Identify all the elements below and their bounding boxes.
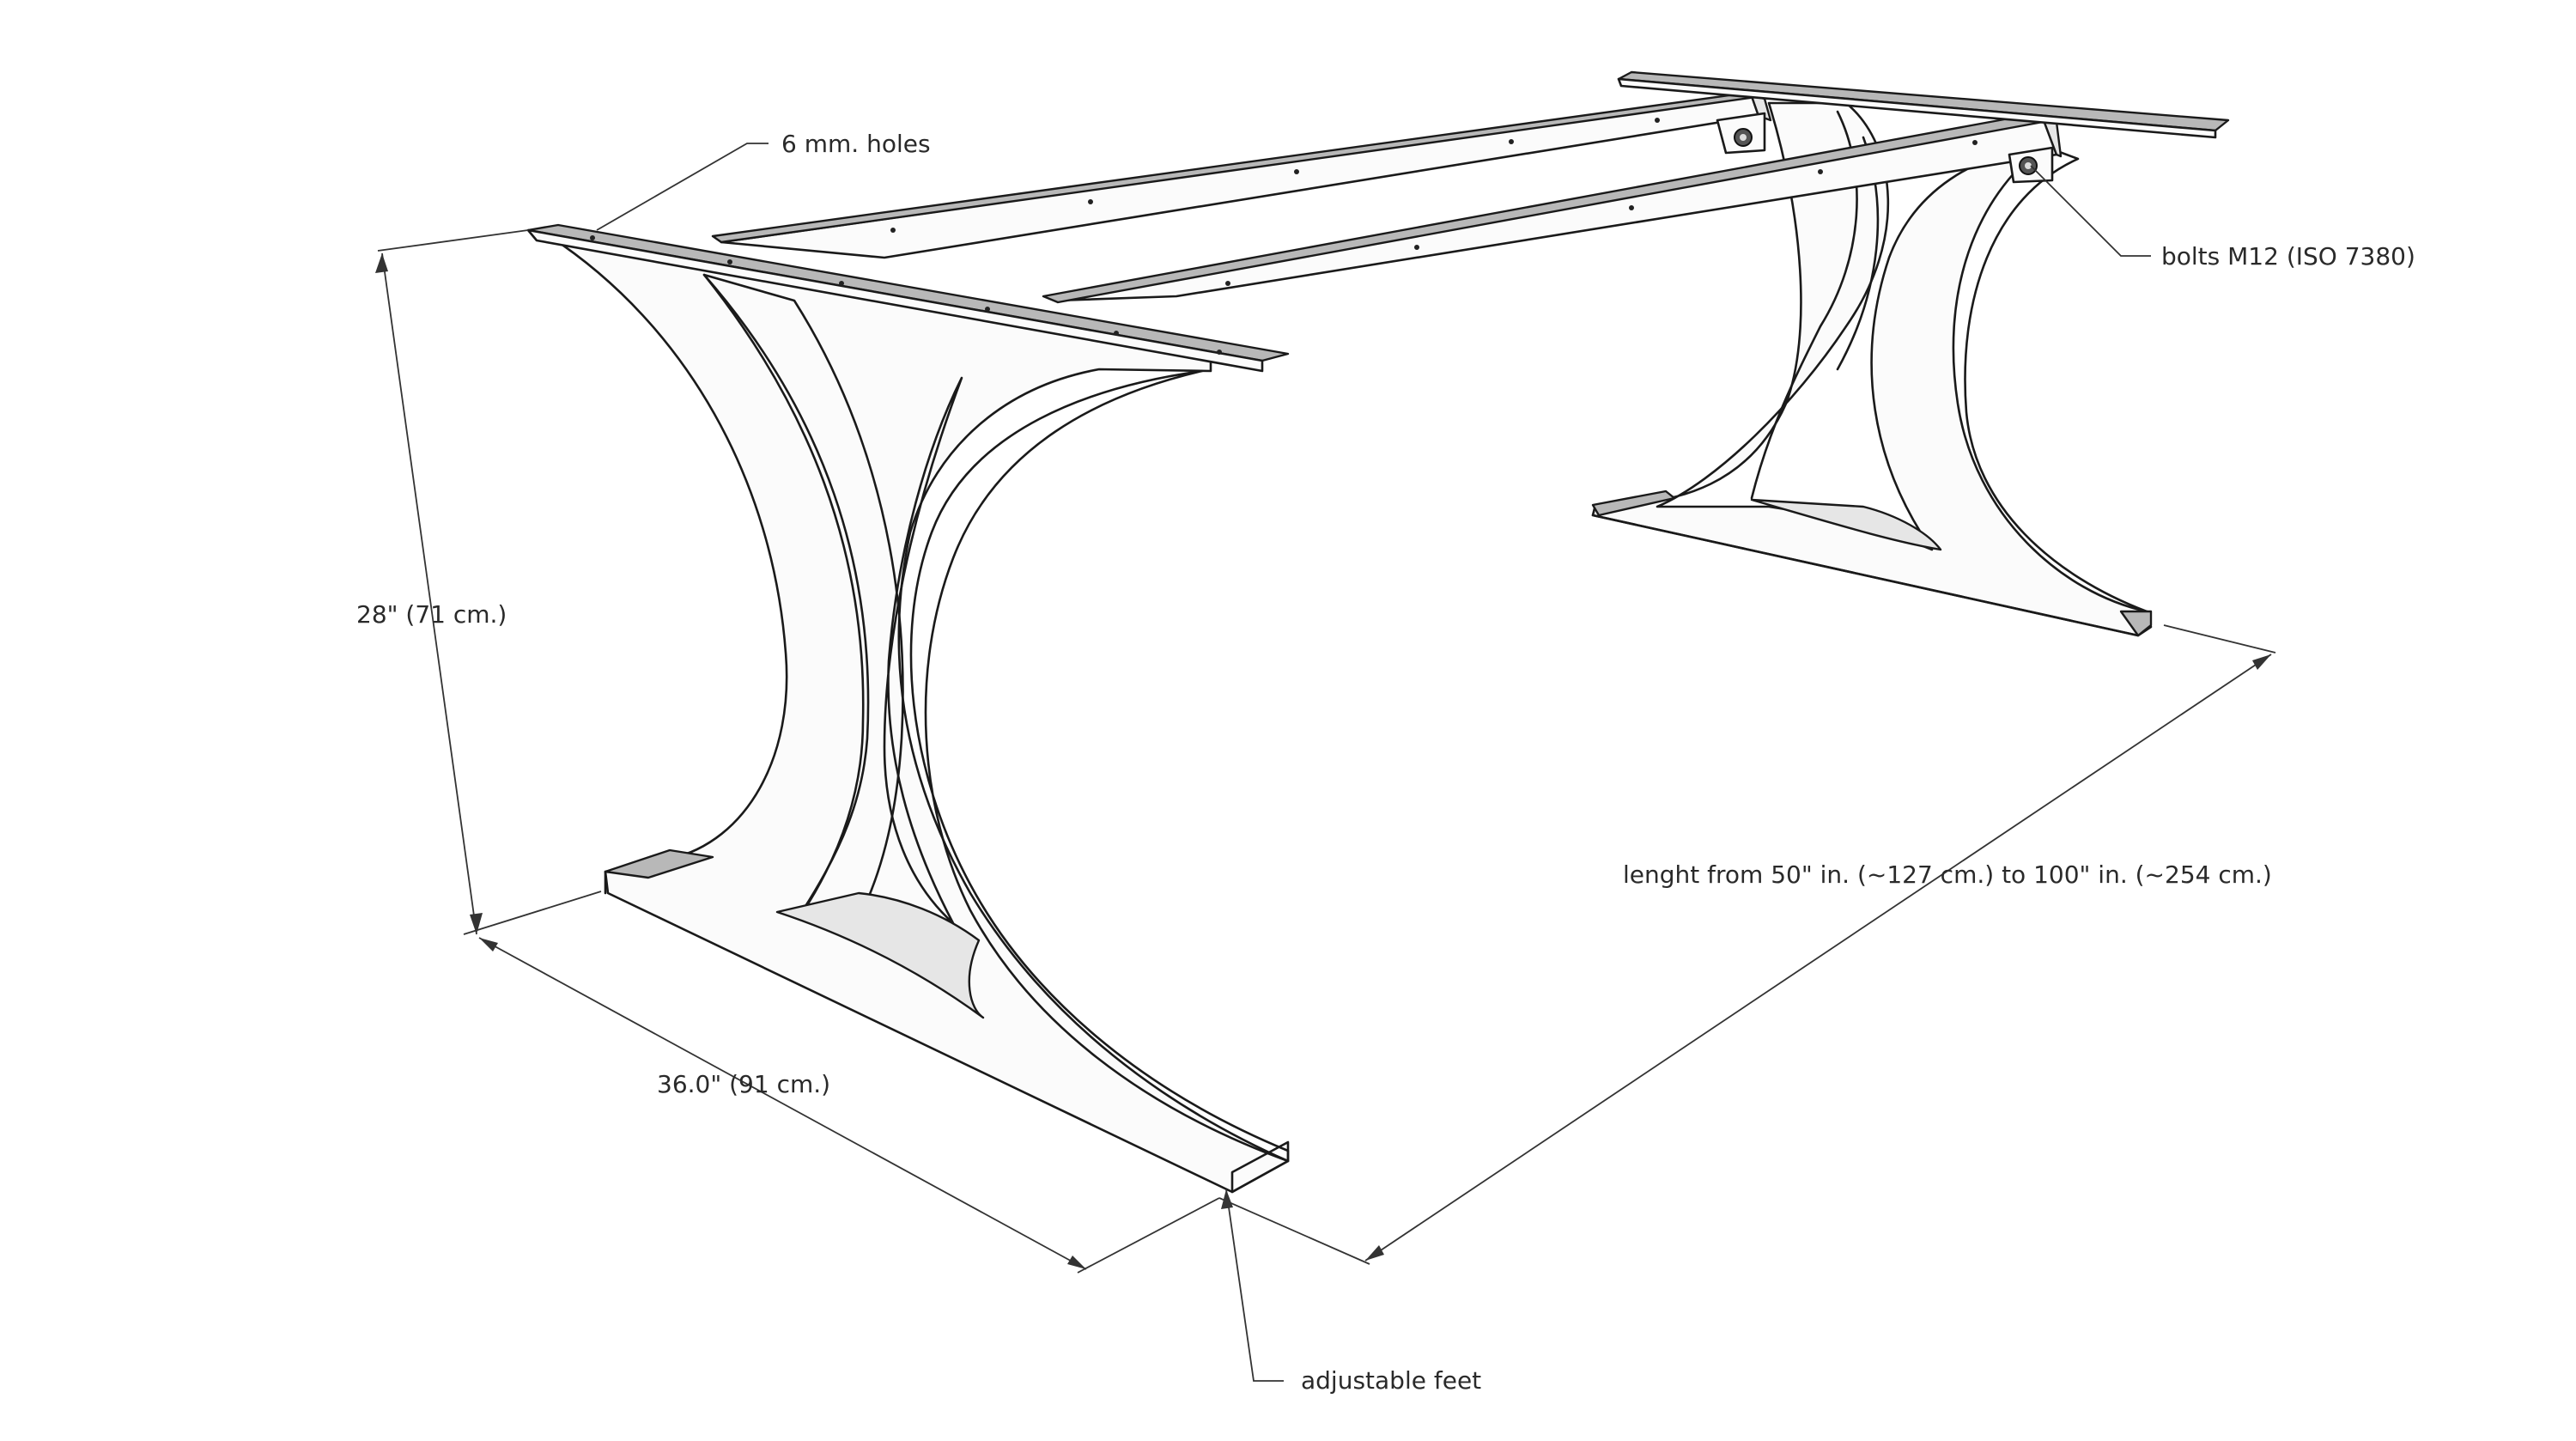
front-foot-pad-right: [1230, 1140, 1290, 1194]
bolts-leader: [2030, 165, 2151, 257]
feet-label: adjustable feet: [1301, 1366, 1481, 1395]
width-dimension-line: [478, 937, 1087, 1270]
bolts-label: bolts M12 (ISO 7380): [2161, 242, 2415, 271]
front-plate-holes: [590, 235, 1222, 355]
holes-leader: [596, 143, 769, 231]
back-foot-pad-left: [1591, 489, 1676, 517]
back-leg-window-bottom: [1750, 498, 1942, 551]
front-leg: [526, 223, 1290, 1194]
length-dimension-line: [1364, 654, 2272, 1262]
length-label: lenght from 50" in. (~127 cm.) to 100" i…: [1623, 860, 2272, 889]
rail-holes: [890, 118, 1978, 286]
height-dimension-line: [381, 252, 477, 935]
leader-lines: [596, 143, 2151, 1382]
front-leg-window-bottom: [775, 891, 985, 1019]
front-foot-pad-left: [604, 848, 714, 879]
holes-label: 6 mm. holes: [781, 130, 931, 158]
width-label: 36.0" (91 cm.): [657, 1070, 830, 1098]
rail-far: [720, 94, 1760, 259]
dimension-lines: [375, 229, 2276, 1274]
side-rails: [711, 70, 2230, 304]
height-label: 28" (71 cm.): [356, 600, 507, 629]
feet-leader: [1225, 1189, 1284, 1382]
back-foot-pad-right: [2119, 610, 2153, 637]
